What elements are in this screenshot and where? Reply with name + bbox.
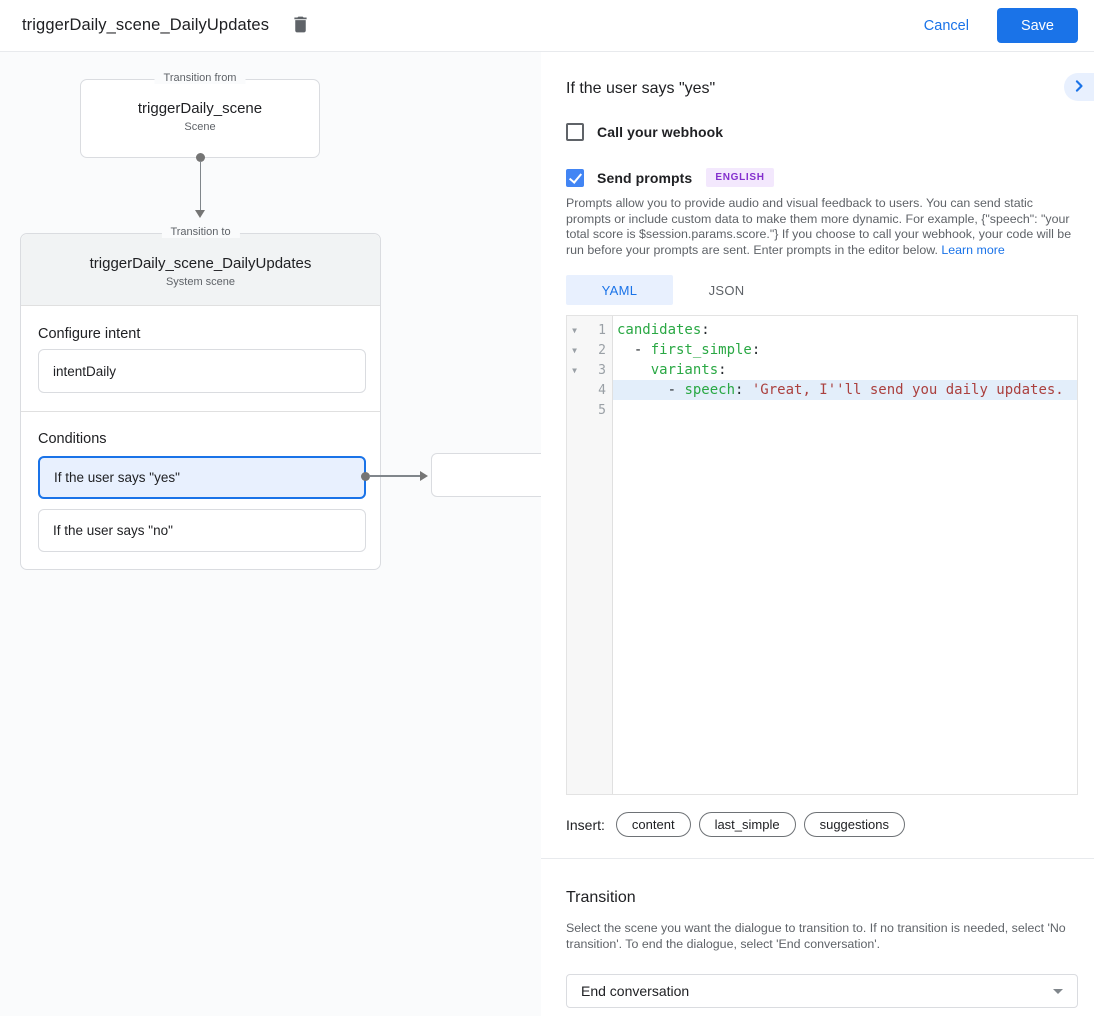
transition-description: Select the scene you want the dialogue t…: [566, 921, 1066, 951]
insert-label: Insert:: [566, 816, 605, 833]
collapse-panel-button[interactable]: [1064, 73, 1094, 101]
editor-format-tabs: YAML JSON: [566, 275, 1078, 305]
send-prompts-checkbox[interactable]: [566, 168, 584, 187]
transition-from-box[interactable]: Transition from triggerDaily_scene Scene: [80, 72, 320, 158]
line-number: 4: [598, 382, 606, 398]
send-prompts-label: Send prompts: [597, 169, 693, 186]
transition-select-value: End conversation: [581, 983, 690, 999]
transition-from-legend: Transition from: [154, 72, 246, 84]
configure-intent-heading: Configure intent: [38, 326, 141, 342]
call-webhook-checkbox[interactable]: [566, 123, 584, 141]
insert-chip-suggestions[interactable]: suggestions: [803, 812, 905, 837]
connector-line-horizontal: [369, 475, 420, 477]
insert-chip-content[interactable]: content: [615, 812, 691, 837]
connector-dot-horizontal: [360, 471, 370, 481]
condition-no-item[interactable]: If the user says "no": [38, 509, 366, 552]
trash-icon: [290, 14, 311, 38]
insert-chip-last-simple[interactable]: last_simple: [698, 812, 796, 837]
code-line[interactable]: 5: [567, 400, 1077, 420]
to-scene-header[interactable]: triggerDaily_scene_DailyUpdates System s…: [21, 234, 380, 306]
fold-arrow-icon[interactable]: ▼: [572, 345, 577, 355]
fold-arrow-icon[interactable]: ▼: [572, 325, 577, 335]
intent-field[interactable]: intentDaily: [38, 349, 366, 393]
panel-title: If the user says "yes": [566, 80, 716, 97]
save-button[interactable]: Save: [996, 8, 1078, 43]
flow-canvas: Transition from triggerDaily_scene Scene…: [0, 52, 541, 1016]
section-divider: [21, 411, 380, 412]
tab-yaml[interactable]: YAML: [566, 275, 673, 305]
tab-json[interactable]: JSON: [708, 282, 745, 298]
call-webhook-label: Call your webhook: [597, 124, 724, 140]
code-line[interactable]: ▼3 variants:: [567, 360, 1077, 380]
connector-line-vertical: [199, 161, 201, 210]
to-scene-name: triggerDaily_scene_DailyUpdates: [89, 255, 312, 272]
page-title: triggerDaily_scene_DailyUpdates: [22, 16, 270, 34]
transition-to-legend: Transition to: [161, 226, 240, 238]
code-line[interactable]: 4 - speech: 'Great, I''ll send you daily…: [567, 380, 1077, 400]
dropdown-caret-icon: [1053, 988, 1063, 994]
conditions-heading: Conditions: [38, 431, 107, 447]
line-number: 3: [598, 362, 606, 378]
delete-button[interactable]: [286, 12, 314, 40]
condition-target-box: [431, 453, 541, 497]
line-number: 2: [598, 342, 606, 358]
learn-more-link[interactable]: Learn more: [941, 242, 1005, 257]
panel-divider: [541, 858, 1094, 859]
arrow-right-icon: [420, 471, 428, 481]
transition-select[interactable]: End conversation: [566, 974, 1078, 1008]
language-badge: ENGLISH: [706, 168, 774, 187]
code-line[interactable]: ▼2 - first_simple:: [567, 340, 1077, 360]
transition-heading: Transition: [566, 889, 636, 906]
topbar-actions: Cancel Save: [924, 8, 1078, 43]
connector-dot-vertical: [195, 152, 205, 162]
top-bar: triggerDaily_scene_DailyUpdates Cancel S…: [0, 0, 1094, 52]
to-scene-type: System scene: [165, 276, 236, 288]
arrow-down-icon: [195, 210, 205, 218]
from-scene-name: triggerDaily_scene: [137, 100, 263, 117]
cancel-button[interactable]: Cancel: [923, 17, 969, 34]
line-number: 1: [598, 322, 606, 338]
insert-row: Insert: content last_simple suggestions: [566, 812, 1078, 837]
condition-yes-item[interactable]: If the user says "yes": [38, 456, 366, 499]
condition-detail-panel: If the user says "yes" Call your webhook…: [541, 52, 1094, 1016]
from-scene-type: Scene: [184, 121, 216, 133]
transition-to-box: Transition to triggerDaily_scene_DailyUp…: [20, 226, 381, 570]
prompts-description: Prompts allow you to provide audio and v…: [566, 196, 1072, 257]
chevron-right-icon: [1069, 76, 1089, 99]
fold-arrow-icon[interactable]: ▼: [572, 365, 577, 375]
line-number: 5: [598, 402, 606, 418]
